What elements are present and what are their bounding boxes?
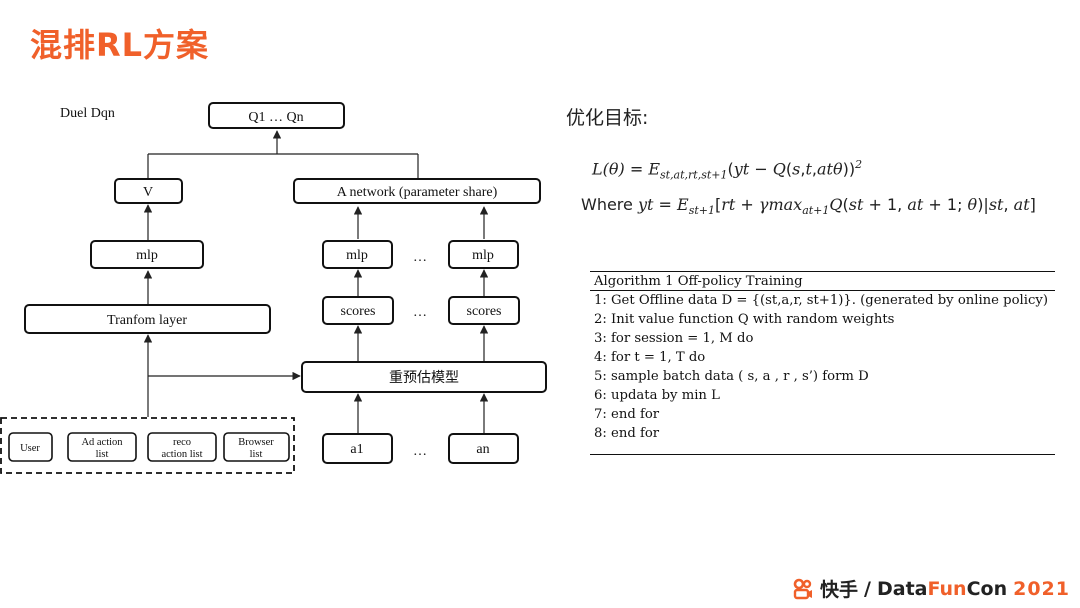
footer-brand: 快手 / DataFunCon 2021 (792, 575, 1070, 602)
node-q-output: Q1 … Qn (208, 102, 345, 129)
dots-mlp: … (413, 250, 427, 265)
svg-text:Q1 … Qn: Q1 … Qn (248, 110, 303, 125)
svg-text:a1: a1 (350, 442, 363, 457)
node-rerank-model: 重预估模型 (301, 361, 547, 393)
node-a-network: A network (parameter share) (293, 178, 541, 204)
dots-actions: … (413, 444, 427, 459)
node-mlp-a1: mlp (322, 240, 393, 269)
diagram-edges (143, 130, 489, 433)
input-group: User Ad action list reco action list Bro… (0, 417, 295, 474)
kuaishou-logo-icon (793, 578, 813, 599)
algorithm-line: 5: sample batch data ( s, a , r , s’) fo… (594, 369, 869, 384)
svg-text:scores: scores (467, 304, 502, 319)
target-formula: Where yt = Est+1[rt + γmaxat+1Q(st + 1, … (581, 195, 1036, 218)
input-user: User (20, 443, 40, 454)
algorithm-line: 3: for session = 1, M do (594, 331, 754, 346)
loss-formula: L(θ) = Est,at,rt,st+1(yt − Q(s,t,atθ))2 (592, 158, 863, 182)
footer-year: 2021 (1013, 577, 1070, 600)
input-ad-action-line1: Ad action (81, 437, 123, 448)
svg-text:an: an (476, 442, 489, 457)
algorithm-bottom-rule (590, 454, 1055, 455)
algorithm-box: Algorithm 1 Off-policy Training 1: Get O… (590, 271, 1055, 455)
input-browser-line1: Browser (238, 437, 274, 448)
svg-text:mlp: mlp (472, 248, 494, 263)
algorithm-line: 8: end for (594, 426, 660, 441)
node-an: an (448, 433, 519, 464)
svg-text:mlp: mlp (136, 248, 158, 263)
algorithm-line: 7: end for (594, 407, 660, 422)
algorithm-line: 2: Init value function Q with random wei… (594, 312, 895, 327)
svg-text:mlp: mlp (346, 248, 368, 263)
node-mlp-v: mlp (90, 240, 204, 269)
dots-scores: … (413, 305, 427, 320)
node-scores-n: scores (448, 296, 520, 325)
node-scores-1: scores (322, 296, 394, 325)
node-transform-layer: Tranfom layer (24, 304, 271, 334)
algorithm-line: 1: Get Offline data D = {(st,a,r, st+1)}… (594, 293, 1048, 308)
svg-text:scores: scores (341, 304, 376, 319)
svg-text:重预估模型: 重预估模型 (389, 370, 459, 386)
input-browser-line2: list (250, 449, 263, 460)
input-ad-action-line2: list (96, 449, 109, 460)
svg-text:V: V (143, 185, 153, 200)
svg-text:Tranfom layer: Tranfom layer (107, 313, 187, 328)
objective-title: 优化目标: (566, 107, 649, 129)
footer-datafuncon: DataFunCon (876, 577, 1008, 600)
node-v: V (114, 178, 183, 204)
where-label: Where (581, 195, 633, 214)
node-mlp-an: mlp (448, 240, 519, 269)
footer-sep: / (864, 577, 871, 600)
footer-kuaishou: 快手 (820, 579, 859, 601)
slide-title: 混排RL方案 (30, 26, 210, 64)
algorithm-title: Algorithm 1 Off-policy Training (590, 271, 1055, 291)
svg-text:A network (parameter share): A network (parameter share) (337, 185, 498, 200)
input-reco-line2: action list (161, 449, 202, 460)
input-reco-line1: reco (173, 437, 191, 448)
algorithm-line: 4: for t = 1, T do (594, 350, 706, 365)
label-duel-dqn: Duel Dqn (60, 106, 115, 121)
algorithm-line: 6: updata by min L (594, 388, 720, 403)
node-a1: a1 (322, 433, 393, 464)
